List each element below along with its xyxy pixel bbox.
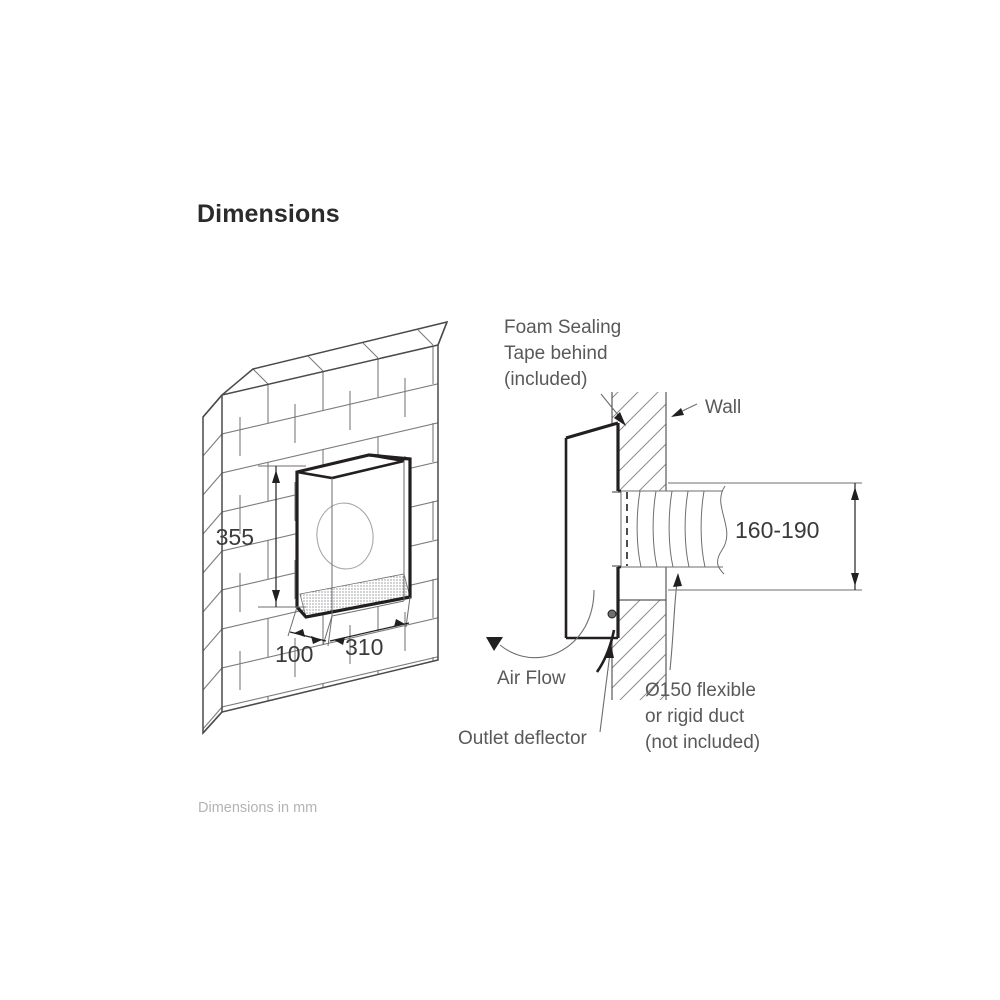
dimension-160-190: 160-190 <box>668 482 862 591</box>
outlet-deflector-label: Outlet deflector <box>458 728 588 749</box>
duct-opening-circle <box>316 502 374 570</box>
wall-body <box>203 322 447 733</box>
duct-break-line <box>717 485 728 575</box>
unit-box <box>295 453 412 619</box>
outlet-deflector-arrow <box>606 645 614 658</box>
left-figure-isometric-wall: 355 100 310 <box>202 320 449 735</box>
outlet-deflector-body <box>564 421 621 673</box>
callout-duct: Ø150 flexible or rigid duct (not include… <box>645 573 760 753</box>
foam-label-line1: Foam Sealing <box>504 317 621 338</box>
callout-foam-sealing-tape: Foam Sealing Tape behind (included) <box>504 317 626 426</box>
duct-label-line2: or rigid duct <box>645 706 745 727</box>
duct-leader-arrow <box>673 573 682 587</box>
dimension-355-label: 355 <box>216 524 254 550</box>
brick-courses-side <box>202 433 223 730</box>
duct-leader-line <box>669 582 678 671</box>
duct-label-line1: Ø150 flexible <box>645 680 756 701</box>
duct-label-line3: (not included) <box>645 732 760 753</box>
dimension-310: 310 <box>327 596 411 660</box>
foam-label-line2: Tape behind <box>504 343 608 364</box>
flexible-duct <box>620 485 728 575</box>
right-figure-section: 160-190 Foam Sealing Tape behind (includ… <box>458 317 862 753</box>
callout-outlet-deflector: Outlet deflector <box>458 645 614 749</box>
dimension-355: 355 <box>216 465 306 608</box>
callout-wall: Wall <box>671 397 741 418</box>
air-flow-curve <box>499 589 595 659</box>
dimension-100: 100 <box>275 606 333 667</box>
outlet-deflector-leader <box>599 652 611 733</box>
foam-leader-arrow <box>614 412 626 426</box>
dimension-310-label: 310 <box>345 634 383 660</box>
wall-label: Wall <box>705 397 741 418</box>
page-title: Dimensions <box>197 200 340 228</box>
screw-dot <box>607 609 617 619</box>
foam-leader-line <box>600 393 624 422</box>
dimension-100-label: 100 <box>275 641 313 667</box>
wall-outline <box>202 320 449 735</box>
grille-panel <box>300 574 410 617</box>
wall-leader-arrow <box>671 408 684 417</box>
wall-reveal <box>611 492 667 600</box>
wall-section-lower <box>611 599 667 700</box>
wall-section-upper <box>611 392 667 493</box>
air-flow-label: Air Flow <box>497 668 566 689</box>
air-flow-arrow <box>486 637 503 651</box>
footer-note: Dimensions in mm <box>198 800 318 816</box>
brick-courses-top <box>252 329 434 385</box>
brick-courses-front <box>222 345 438 712</box>
foam-label-line3: (included) <box>504 369 587 390</box>
callout-air-flow: Air Flow <box>486 589 595 689</box>
dimension-160-190-label: 160-190 <box>735 517 819 543</box>
wall-leader-line <box>675 403 698 415</box>
